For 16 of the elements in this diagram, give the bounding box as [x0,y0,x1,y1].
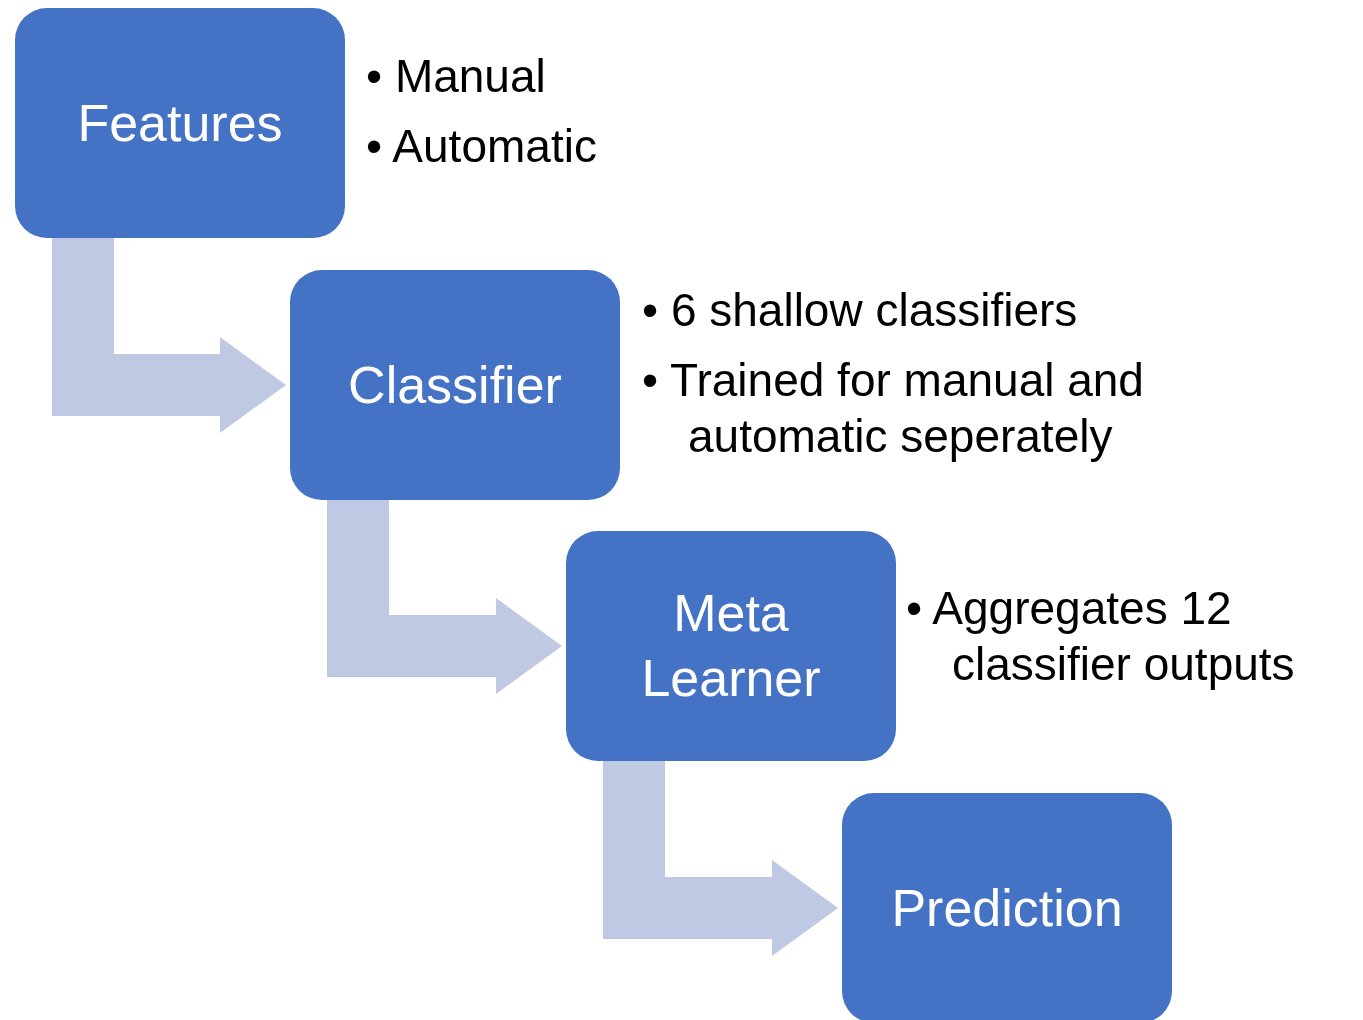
box-title: Features [77,92,283,154]
box-title: Meta Learner [640,583,822,709]
bullet-text: • Manual [366,49,547,104]
bent-arrow [327,500,562,694]
process-box [566,531,896,761]
bent-arrow [603,761,838,956]
process-box [15,8,345,238]
bullet-text: • 6 shallow classifiers [642,283,1079,338]
box-title: Prediction [891,877,1123,939]
bullet-text: • Aggregates 12 classifier outputs [906,581,1296,693]
process-box [842,793,1172,1020]
bent-arrow [52,238,286,433]
bullet-text: • Trained for manual and automatic seperately [642,353,1145,465]
box-title: Classifier [348,354,562,416]
process-box [290,270,620,500]
bullet-text: • Automatic [366,119,598,175]
